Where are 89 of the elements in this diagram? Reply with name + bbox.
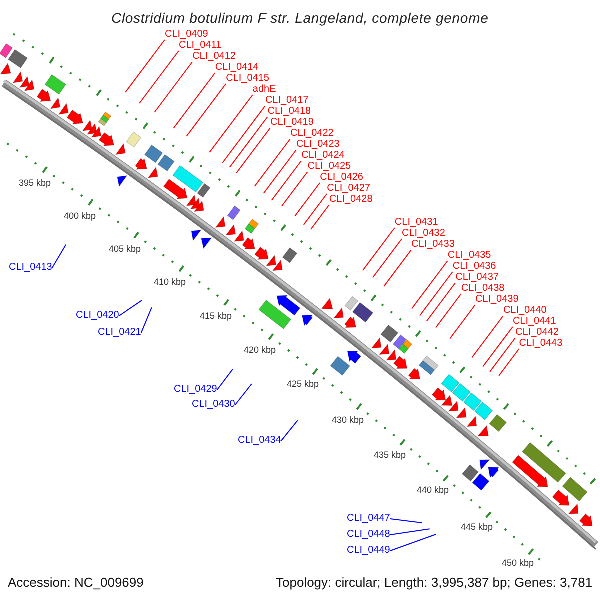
gene-label: adhE [252,85,276,95]
leader-line [372,238,403,278]
leader-line [125,40,166,93]
gene-label: CLI_0426 [320,173,364,183]
leader-line [222,106,266,164]
leader-line [310,204,330,230]
gene-label: CLI_0442 [516,328,559,338]
leader-line [281,172,308,208]
leader-line [263,150,297,194]
leader-line [303,194,328,226]
leader-line [436,294,462,328]
gene-label: CLI_0449 [347,546,390,556]
gene-label: CLI_0441 [512,317,556,327]
leader-line [412,260,448,310]
scale-label: 405 kbp [109,244,142,254]
gene-label: CLI_0448 [347,530,390,540]
gene-label: CLI_0429 [174,385,218,395]
leader-line [234,384,252,406]
leader-line [490,338,516,372]
gene-label: CLI_0428 [329,195,373,205]
scale-label: 410 kbp [154,277,186,287]
gene-label: CLI_0420 [76,311,120,321]
scale-label: 420 kbp [244,345,276,355]
scale-label: 435 kbp [374,450,406,460]
gene-label: CLI_0409 [164,30,208,40]
leader-line [390,528,430,536]
leader-line [390,518,423,524]
gene-label: CLI_0423 [296,140,340,150]
leader-line [420,272,454,316]
gene-label: CLI_0437 [456,273,499,283]
scale-label: 440 kbp [417,485,450,495]
gene-label: CLI_0433 [412,240,455,250]
leader-line [154,62,194,113]
footer-note: Topology: circular; Length: 3,995,387 bp; Genes: 3,781 [276,574,593,590]
gene-label: CLI_0419 [270,118,314,128]
gene-label: CLI_0411 [178,41,222,51]
gene-label: CLI_0435 [448,251,492,261]
leader-line [209,94,254,154]
leader-line [254,138,291,188]
gene-label: CLI_0427 [327,184,370,194]
leader-line [426,282,456,322]
gene-label: CLI_0434 [238,436,282,446]
gene-label: CLI_0425 [308,162,352,172]
gene-label: CLI_0439 [475,295,519,305]
leader-line [450,304,476,340]
scale-label: 425 kbp [287,379,320,389]
scale-label: 415 kbp [200,311,232,321]
scale-label: 450 kbp [502,558,534,568]
leader-line [236,128,272,174]
gene-label: CLI_0447 [347,514,390,524]
gene-label: CLI_0421 [98,328,142,338]
leader-line [229,116,268,168]
leader-line [173,72,216,129]
leader-line [472,316,504,358]
gene-label: CLI_0414 [215,63,259,73]
gene-label: CLI_0432 [402,229,446,239]
leader-line [140,307,152,334]
gene-label: CLI_0412 [192,52,236,62]
gene-label: CLI_0415 [226,74,270,84]
gene-label: CLI_0418 [268,107,312,117]
leader-line [482,326,514,368]
gene-label: CLI_0431 [394,218,438,228]
leader-line [139,50,180,104]
leader-line [498,348,520,376]
gene-label: CLI_0413 [9,263,52,273]
leader-line [362,228,396,272]
leader-line [294,182,321,218]
diagram-title: Clostridium botulinum F str. Langeland, complete genome [112,10,489,26]
scale-label: 430 kbp [332,415,364,425]
gene-label: CLI_0417 [265,96,309,106]
leader-line [390,534,437,552]
footer-note: Accession: NC_009699 [8,574,144,590]
gene-label: CLI_0424 [302,151,345,161]
gene-label: CLI_0430 [192,400,236,410]
scale-label: 445 kbp [461,522,494,532]
leader-line [118,300,143,316]
leader-line [384,250,412,288]
gene-label: CLI_0422 [290,129,334,139]
leader-line [280,420,298,442]
scale-label: 395 kbp [19,178,52,188]
leader-line [186,84,227,137]
gene-label: CLI_0438 [461,284,505,294]
leader-line [271,160,302,202]
scale-label: 400 kbp [64,211,96,221]
gene-label: CLI_0443 [519,339,563,349]
gene-label: CLI_0440 [503,306,547,316]
leader-line [216,368,234,390]
leader-line [52,244,67,268]
gene-label: CLI_0436 [452,262,496,272]
